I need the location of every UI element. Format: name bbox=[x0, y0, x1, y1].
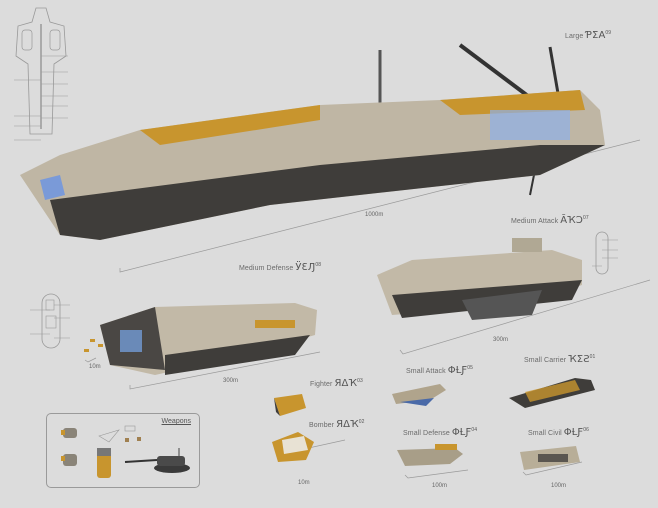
designation-glyph: ЯΔҠ bbox=[336, 419, 359, 430]
designation-glyph: ĀҠƆ bbox=[560, 215, 583, 226]
scale-large: 1000m bbox=[365, 212, 384, 218]
turret-icon bbox=[61, 428, 77, 438]
turret-icon bbox=[61, 454, 77, 466]
designation-glyph: ƤƩA bbox=[585, 30, 606, 41]
scale-medium-attack: 300m bbox=[493, 337, 509, 343]
blueprint-icon bbox=[98, 425, 136, 443]
designation-glyph: ҠƩƧ bbox=[568, 354, 590, 365]
designation-glyph: ΦȽƑ bbox=[451, 427, 472, 438]
weapons-panel: Weapons bbox=[46, 413, 200, 488]
weapons-title: Weapons bbox=[161, 418, 191, 425]
scale-small-civil: 100m bbox=[551, 483, 567, 489]
designation-glyph: ΦȽƑ bbox=[563, 427, 584, 438]
large-ship-schematic bbox=[14, 7, 68, 141]
canister-icon bbox=[97, 448, 111, 478]
designation-glyph: ӰƐԒ bbox=[295, 262, 316, 273]
scale-medium-defense-escorts: 10m bbox=[89, 364, 101, 370]
designation-glyph: ΦȽƑ bbox=[447, 365, 468, 376]
small-gun-icon bbox=[125, 438, 129, 442]
designation-glyph: ЯΔҠ bbox=[334, 378, 358, 389]
cannon-icon bbox=[124, 448, 190, 473]
scale-medium-defense: 300m bbox=[223, 378, 239, 384]
medium-defense-schematic bbox=[30, 293, 70, 349]
small-gun-icon bbox=[137, 437, 141, 441]
scale-small-defense: 100m bbox=[432, 483, 448, 489]
medium-attack-schematic bbox=[592, 231, 618, 275]
scale-bomber: 10m bbox=[298, 480, 310, 486]
